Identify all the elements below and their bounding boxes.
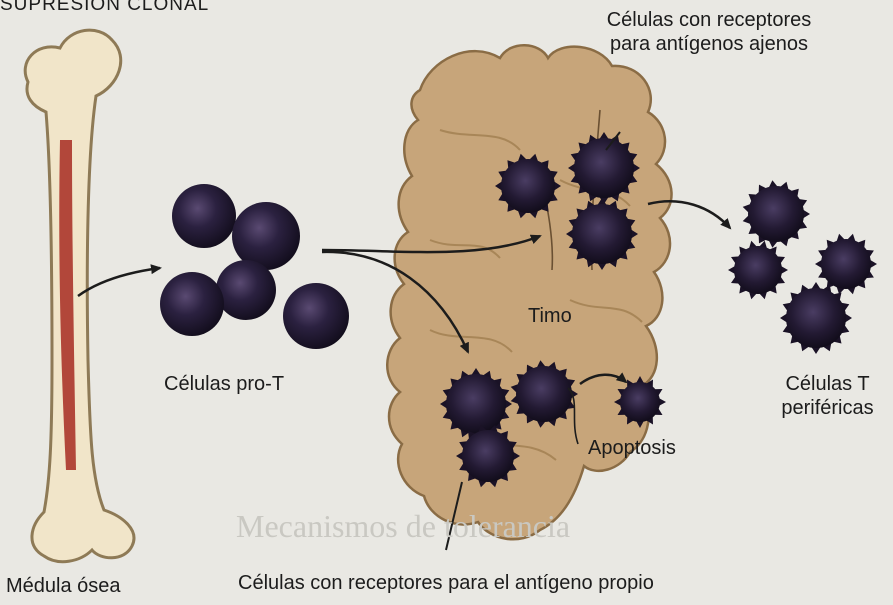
label-peripheral-line2: periféricas: [762, 396, 893, 420]
thymocyte-selection: [516, 366, 572, 422]
thymocyte-cortex: [501, 159, 555, 213]
label-thymus: Timo: [528, 304, 572, 328]
peripheral-t-cell: [748, 186, 804, 242]
label-foreign-receptor-line2: para antígenos ajenos: [554, 32, 864, 56]
peripheral-t-cell: [734, 246, 782, 294]
label-foreign-receptor-cells: Células con receptores para antígenos aj…: [554, 8, 864, 56]
label-bone-marrow: Médula ósea: [6, 574, 121, 598]
pro-t-cell: [283, 283, 349, 349]
thymocyte-self-receptor: [446, 374, 506, 434]
thymocyte-foreign-receptor: [574, 138, 634, 198]
pro-t-cell: [172, 184, 236, 248]
label-peripheral-t-cells: Células T periféricas: [762, 372, 893, 420]
peripheral-t-cell: [821, 239, 871, 289]
arrow-marrow-to-pro-t: [78, 268, 160, 296]
label-apoptosis: Apoptosis: [588, 436, 676, 460]
peripheral-t-cell: [786, 288, 846, 348]
label-pro-t-cells: Células pro-T: [164, 372, 284, 396]
figure-title: SUPRESIÓN CLONAL: [0, 0, 209, 17]
pro-t-cell: [232, 202, 300, 270]
background-heading: Mecanismos de tolerancia: [236, 508, 570, 545]
thymus-organ: [387, 45, 671, 539]
label-self-receptor-cells: Células con receptores para el antígeno …: [238, 571, 654, 595]
label-foreign-receptor-line1: Células con receptores: [554, 8, 864, 32]
pro-t-cells-cluster: [160, 184, 349, 349]
label-peripheral-line1: Células T: [762, 372, 893, 396]
apoptotic-cell: [620, 382, 660, 422]
thymocyte-foreign-receptor: [572, 204, 632, 264]
pro-t-cell: [216, 260, 276, 320]
thymocyte-self-receptor: [462, 430, 514, 482]
pro-t-cell: [160, 272, 224, 336]
